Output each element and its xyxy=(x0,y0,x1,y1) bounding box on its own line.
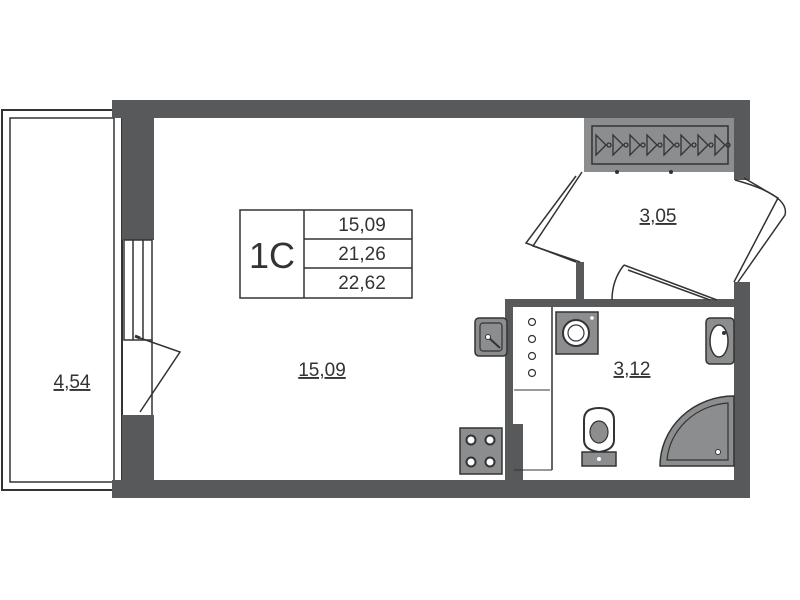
total-area-value: 21,26 xyxy=(338,244,386,265)
entrance-door xyxy=(733,177,787,283)
kitchen-sink-icon xyxy=(474,317,508,357)
apartment-type: 1C xyxy=(249,235,295,276)
shower-tray-icon xyxy=(659,395,735,467)
living-room-area: 15,09 xyxy=(298,360,346,381)
interior-walls xyxy=(505,262,750,498)
hallway-area: 3,05 xyxy=(640,206,677,227)
hallway-opening xyxy=(524,171,583,263)
wash-basin-icon xyxy=(705,317,735,365)
balcony xyxy=(1,109,123,491)
wardrobe xyxy=(584,118,734,174)
living-area-value: 15,09 xyxy=(338,215,386,236)
total-with-balcony-value: 22,62 xyxy=(338,273,386,294)
toilet-icon xyxy=(581,406,617,467)
bathroom-area: 3,12 xyxy=(614,359,651,380)
balcony-door xyxy=(134,334,182,415)
outer-walls xyxy=(112,100,750,498)
stove-icon xyxy=(459,427,503,475)
balcony-area: 4,54 xyxy=(54,372,91,393)
hanger-icon xyxy=(595,133,731,157)
cabinet-knobs xyxy=(527,317,537,378)
bathroom-door xyxy=(611,264,718,301)
apartment-badge: 1C 15,09 21,26 22,62 xyxy=(239,209,413,299)
washing-machine-icon xyxy=(555,311,599,355)
balcony-window xyxy=(123,239,153,341)
